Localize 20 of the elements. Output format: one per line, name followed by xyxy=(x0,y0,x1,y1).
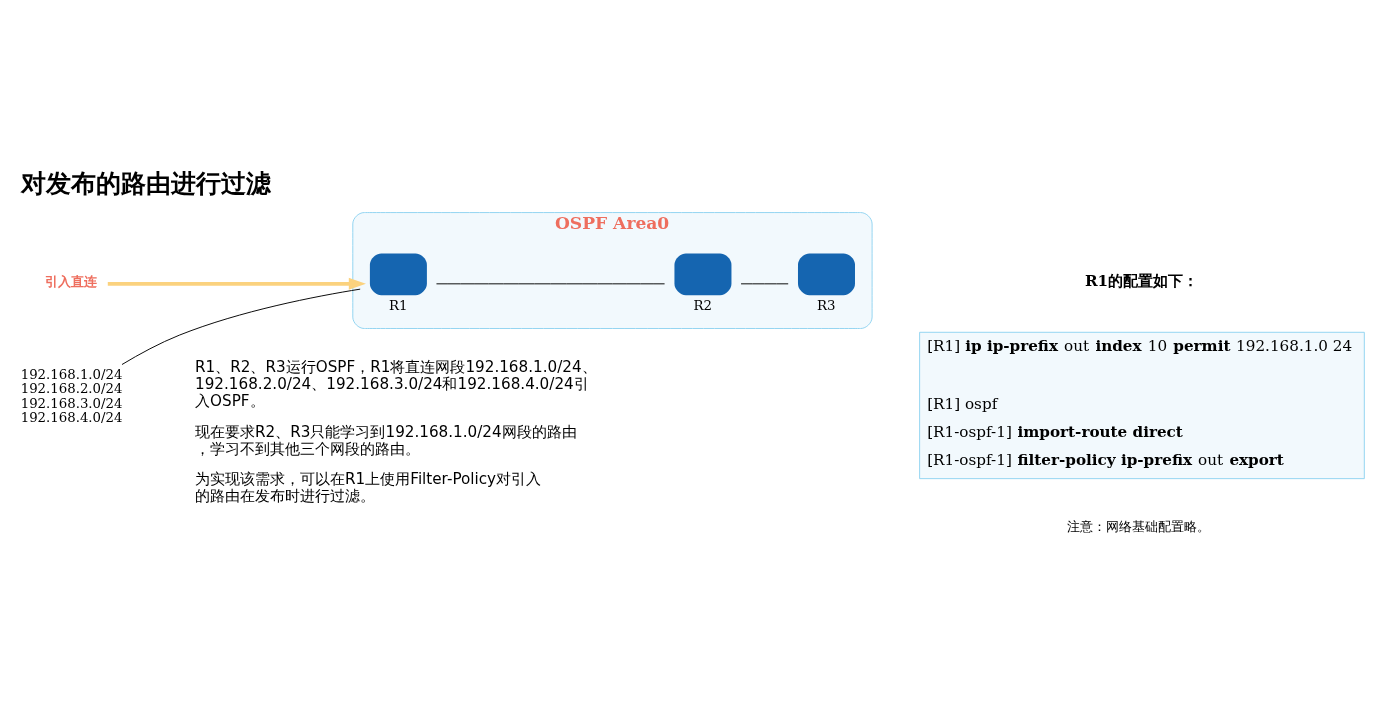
node-label: R2 xyxy=(693,297,712,313)
node-box xyxy=(674,252,732,295)
node-label: R1 xyxy=(388,297,408,313)
label: 注意：网络基础配置略。 xyxy=(1067,518,1211,534)
node-text: 192.168.1.0/24 192.168.2.0/24 192.168.3.0/24 192.168.4.0/24 xyxy=(20,366,123,425)
node-text: 引入直连 xyxy=(44,273,97,289)
node-box xyxy=(369,252,427,295)
label: [R1] ip ip-prefix out index 10 permit 192.168.1.0 24 xyxy=(927,336,1353,355)
label: [R1] ospf xyxy=(927,394,998,413)
diagram-title: 对发布的路由进行过滤 xyxy=(20,168,271,198)
label: [R1-ospf-1] import-route direct xyxy=(927,422,1183,441)
arrow xyxy=(107,277,366,290)
node-box xyxy=(798,252,855,295)
label: R1、R2、R3运行OSPF，R1将直连网段192.168.1.0/24、192.168.2.0/24、192.168.3.0/24和192.168.4.0/24引入OSPF。 xyxy=(195,357,597,410)
label: 为实现该需求，可以在R1上使用Filter-Policy对引入的路由在发布时进行过滤。 xyxy=(195,469,542,505)
connector xyxy=(121,288,361,365)
node-label: R3 xyxy=(816,297,836,313)
label: R1的配置如下： xyxy=(1084,271,1199,290)
label: 现在要求R2、R3只能学习到192.168.1.0/24网段的路由，学习不到其他三个网段的路由。 xyxy=(195,422,577,458)
label: [R1-ospf-1] filter-policy ip-prefix out export xyxy=(927,450,1284,469)
